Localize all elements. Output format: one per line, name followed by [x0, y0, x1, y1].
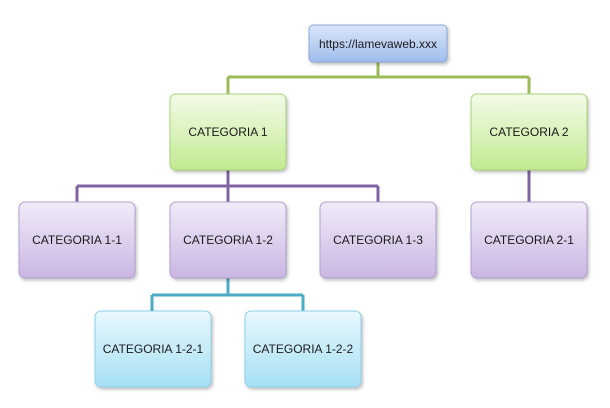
node-categoria-2-1-label: CATEGORIA 2-1	[484, 233, 574, 247]
node-root: https://lamevaweb.xxx	[308, 24, 448, 63]
node-categoria-1-2-1: CATEGORIA 1-2-1	[94, 310, 212, 388]
node-categoria-1: CATEGORIA 1	[169, 93, 287, 171]
node-categoria-2-1: CATEGORIA 2-1	[470, 201, 588, 279]
node-categoria-1-2: CATEGORIA 1-2	[169, 201, 287, 279]
node-root-label: https://lamevaweb.xxx	[319, 37, 437, 51]
node-categoria-1-3-label: CATEGORIA 1-3	[333, 233, 423, 247]
node-categoria-1-label: CATEGORIA 1	[188, 125, 267, 139]
node-categoria-2: CATEGORIA 2	[470, 93, 588, 171]
connector-root-to-level1	[226, 62, 531, 94]
node-categoria-1-2-1-label: CATEGORIA 1-2-1	[103, 342, 204, 356]
node-categoria-1-3: CATEGORIA 1-3	[319, 201, 437, 279]
node-categoria-1-2-2-label: CATEGORIA 1-2-2	[253, 342, 354, 356]
connector-cat1-to-children	[75, 170, 380, 202]
node-categoria-1-2-label: CATEGORIA 1-2	[183, 233, 273, 247]
node-categoria-1-2-2: CATEGORIA 1-2-2	[244, 310, 362, 388]
node-categoria-1-1: CATEGORIA 1-1	[18, 201, 136, 279]
connector-cat1-2-to-children	[150, 278, 305, 311]
node-categoria-1-1-label: CATEGORIA 1-1	[32, 233, 122, 247]
node-categoria-2-label: CATEGORIA 2	[489, 125, 568, 139]
